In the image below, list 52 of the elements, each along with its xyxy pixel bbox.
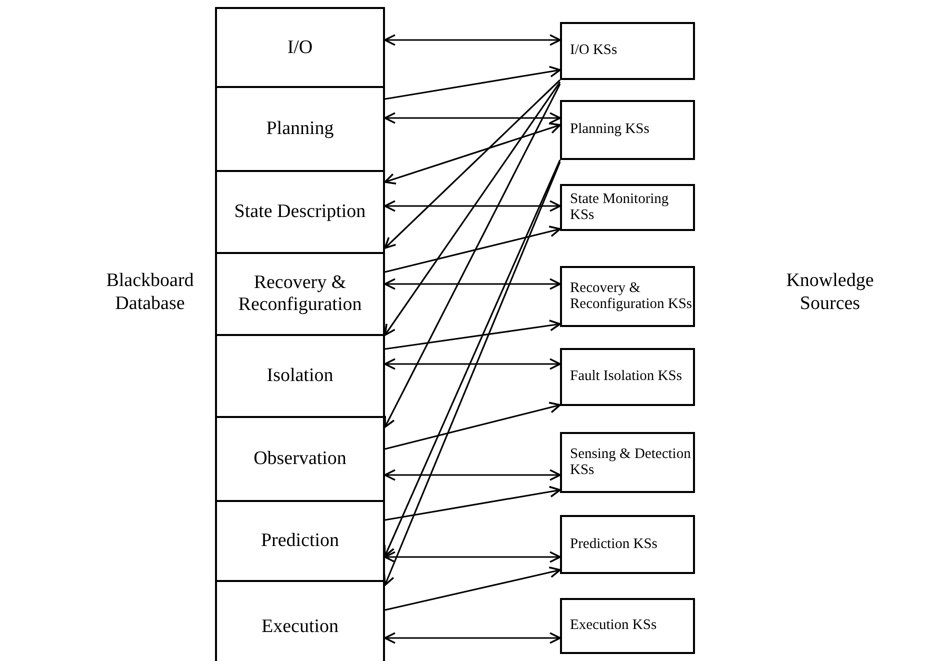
database-level-box [215,7,385,88]
side-label: Blackboard Database [105,270,195,316]
node-label: Recovery & Reconfiguration [237,272,363,316]
knowledge-source-box [560,432,695,493]
knowledge-source-box [560,184,695,231]
knowledge-source-box [560,100,695,160]
database-level-box [215,88,385,172]
arrow [384,84,561,428]
arrow [384,278,561,290]
node-label: Fault Isolation KSs [570,369,682,385]
node-label: Observation [254,448,346,470]
database-level-box [215,582,385,661]
node-label: Prediction [260,530,340,552]
database-level-box [215,336,385,418]
node-label: Prediction KSs [570,536,658,552]
node-label: Execution [261,616,339,638]
arrow [384,200,561,212]
node-label: Sensing & Detection KSs [570,446,692,478]
node-label: Planning KSs [570,122,650,138]
knowledge-source-box [560,22,695,80]
arrow [384,469,561,481]
arrow [384,566,561,611]
arrow [384,82,561,336]
arrow [384,112,561,124]
node-label: Execution KSs [570,618,657,634]
database-level-box [215,172,385,254]
node-label: I/O [287,36,313,58]
arrow [384,79,561,249]
node-label: State Description [234,201,366,223]
arrow [384,632,561,644]
node-label: State Monitoring KSs [570,192,670,224]
database-level-box [215,502,385,582]
node-label: Isolation [266,365,334,387]
arrow [384,66,561,100]
knowledge-source-box [560,348,695,406]
arrow [384,551,561,563]
arrow [384,122,561,185]
arrow [384,486,561,521]
node-label: Planning [266,118,334,140]
knowledge-source-box [560,598,695,654]
node-label: Recovery & Reconfiguration KSs [570,280,693,312]
arrow [384,320,561,350]
arrow [384,402,561,450]
database-level-box [215,418,385,502]
arrow [384,358,561,370]
node-label: I/O KSs [570,43,618,59]
database-level-box [215,254,385,336]
knowledge-source-box [560,266,695,327]
knowledge-source-box [560,515,695,574]
side-label: Knowledge Sources [785,270,875,316]
arrow [384,226,561,273]
arrow [384,34,561,46]
